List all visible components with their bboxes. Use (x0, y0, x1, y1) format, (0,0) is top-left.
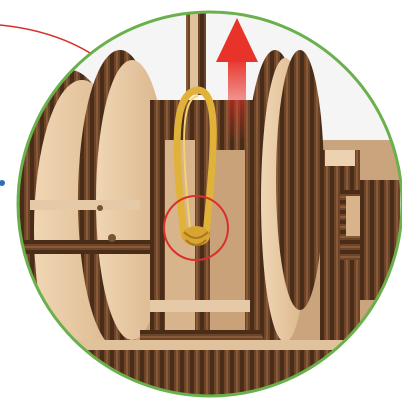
left-edge-dot (0, 180, 5, 186)
bottom-deck (40, 350, 380, 399)
